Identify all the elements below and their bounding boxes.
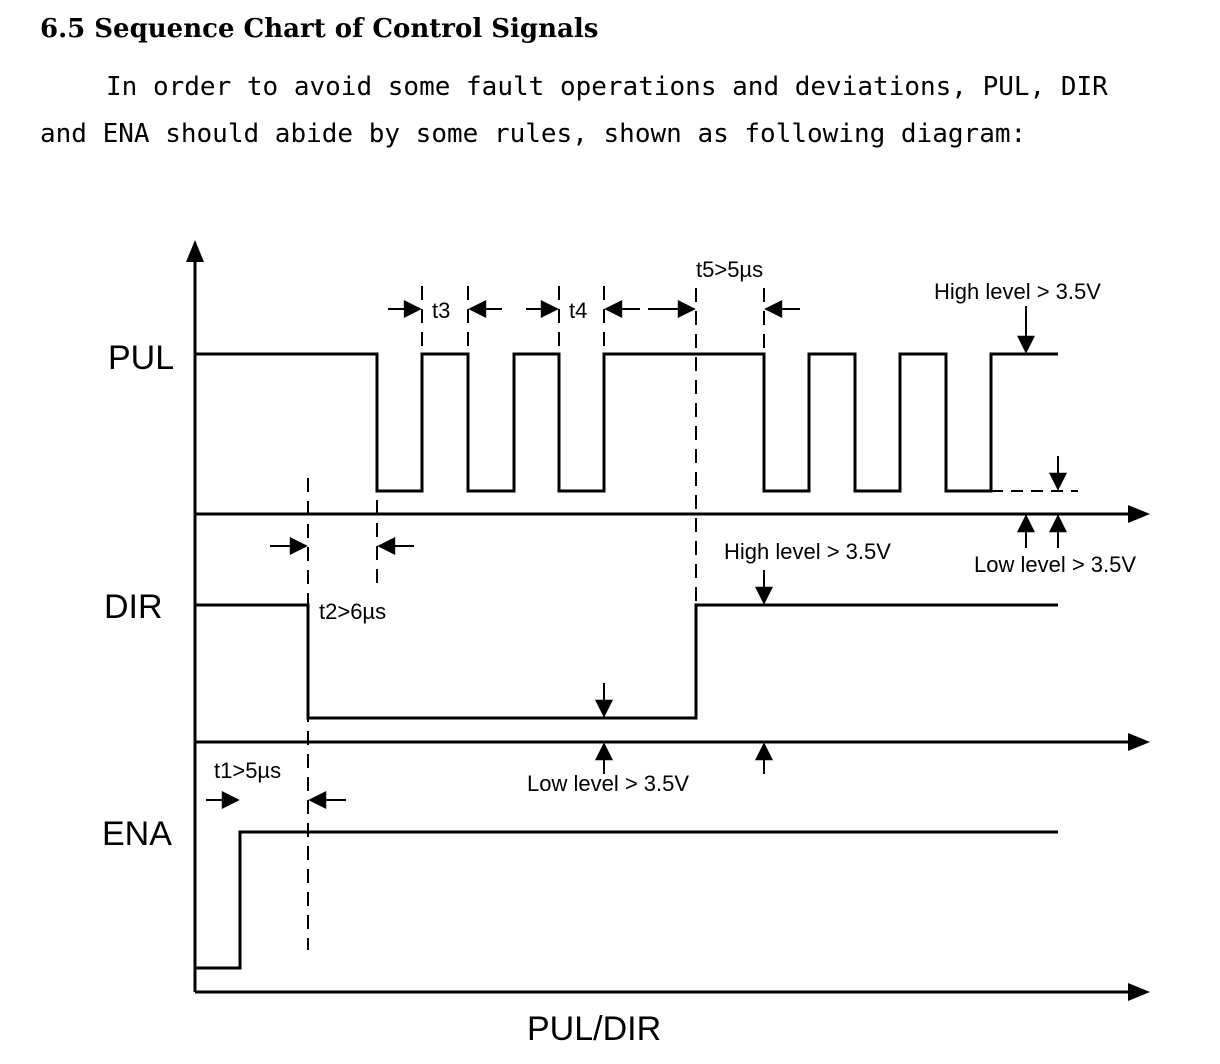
level-arrows bbox=[595, 306, 1067, 774]
dashed-guides bbox=[307, 286, 765, 950]
paragraph-line-1: In order to avoid some fault operations … bbox=[106, 72, 1108, 102]
dir-waveform bbox=[195, 603, 1058, 720]
pul-high-level-label: High level > 3.5V bbox=[934, 279, 1101, 304]
dir-baseline bbox=[195, 733, 1150, 751]
t4-label: t4 bbox=[569, 298, 587, 323]
pul-waveform bbox=[195, 352, 1058, 493]
dir-signal-label: DIR bbox=[104, 588, 163, 626]
pul-baseline bbox=[195, 505, 1150, 523]
t5-label: t5>5µs bbox=[696, 257, 763, 282]
dir-low-level-label: Low level > 3.5V bbox=[527, 771, 689, 796]
ena-baseline bbox=[195, 983, 1150, 1001]
ena-waveform bbox=[195, 830, 1058, 970]
dir-high-level-label: High level > 3.5V bbox=[724, 539, 891, 564]
vertical-axis bbox=[186, 240, 204, 992]
t3-label: t3 bbox=[432, 298, 450, 323]
t1-label: t1>5µs bbox=[214, 758, 281, 783]
section-heading: 6.5 Sequence Chart of Control Signals bbox=[40, 14, 599, 44]
timing-arrows bbox=[206, 300, 800, 809]
t2-label: t2>6µs bbox=[319, 599, 386, 624]
pul-signal-label: PUL bbox=[108, 339, 174, 377]
paragraph-line-2: and ENA should abide by some rules, show… bbox=[40, 119, 1027, 149]
ena-signal-label: ENA bbox=[102, 815, 172, 853]
pul-low-level-label: Low level > 3.5V bbox=[974, 552, 1136, 577]
x-axis-label: PUL/DIR bbox=[527, 1010, 661, 1048]
